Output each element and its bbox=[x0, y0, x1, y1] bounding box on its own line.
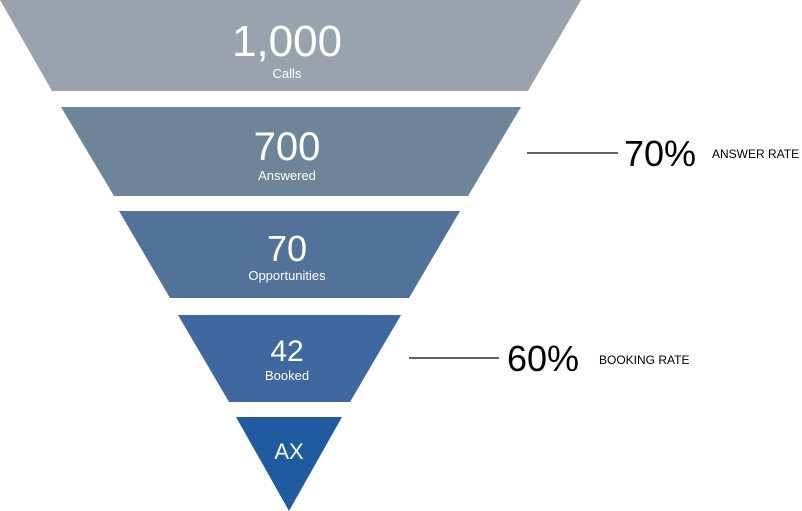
funnel-stage-booked: 42 Booked bbox=[178, 315, 401, 402]
stage-label-opportunities: Opportunities bbox=[248, 268, 326, 283]
stage-label-calls: Calls bbox=[273, 66, 302, 81]
stage-label-booked: Booked bbox=[265, 368, 309, 383]
stage-value-opportunities: 70 bbox=[267, 228, 307, 269]
rate-label-booking: BOOKING RATE bbox=[599, 353, 689, 367]
rate-callout-booking: 60% BOOKING RATE bbox=[409, 338, 689, 379]
funnel-stage-opportunities: 70 Opportunities bbox=[119, 211, 460, 298]
funnel-segment-booked bbox=[178, 315, 401, 402]
funnel-segment-opportunities bbox=[119, 211, 460, 298]
rate-callout-answer: 70% ANSWER RATE bbox=[527, 133, 799, 174]
rate-value-booking: 60% bbox=[507, 338, 579, 379]
stage-value-calls: 1,000 bbox=[232, 17, 342, 66]
rate-value-answer: 70% bbox=[624, 133, 696, 174]
stage-value-tip: AX bbox=[274, 439, 304, 464]
stage-value-answered: 700 bbox=[254, 125, 321, 169]
funnel-stage-calls: 1,000 Calls bbox=[0, 0, 581, 91]
funnel-segment-answered bbox=[61, 107, 521, 196]
stage-value-booked: 42 bbox=[270, 335, 303, 368]
funnel-stage-answered: 700 Answered bbox=[61, 107, 521, 196]
rate-label-answer: ANSWER RATE bbox=[712, 147, 799, 161]
funnel-segment-tip bbox=[236, 417, 342, 511]
funnel-stage-tip: AX bbox=[236, 417, 342, 511]
funnel-segment-calls bbox=[0, 0, 581, 91]
stage-label-answered: Answered bbox=[258, 168, 316, 183]
